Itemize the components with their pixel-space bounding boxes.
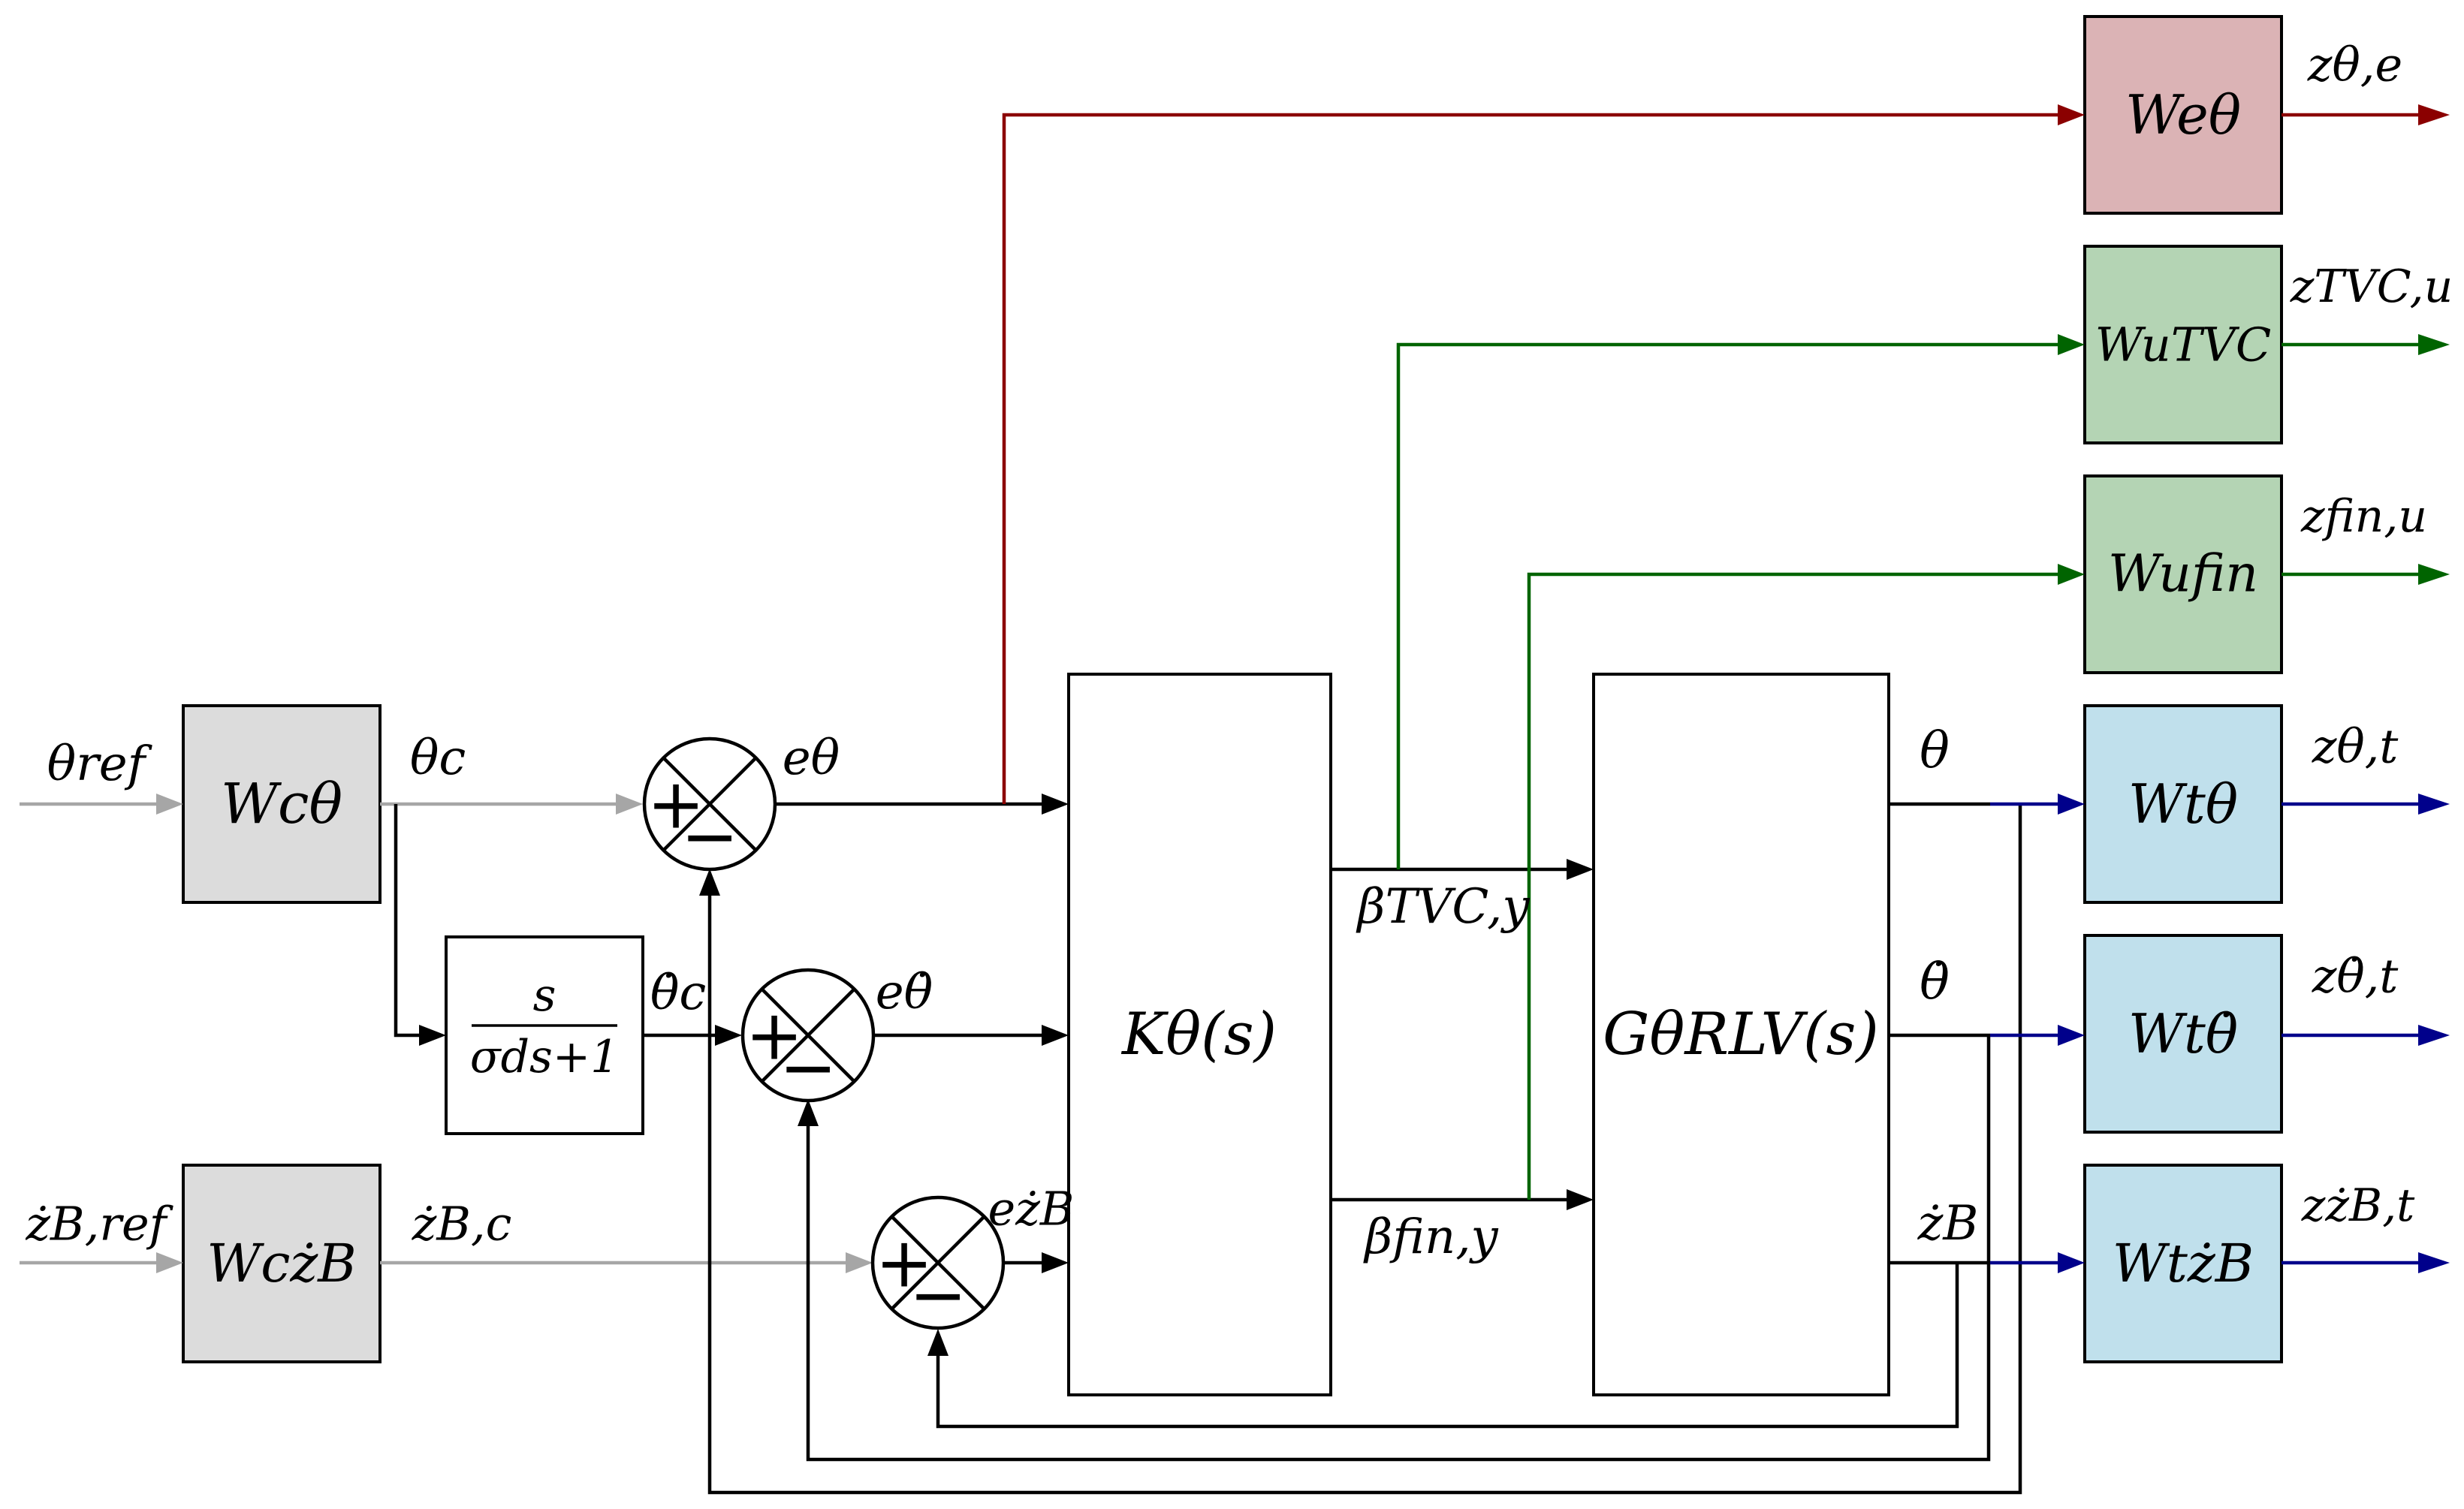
feedback-thetadot (806, 1035, 1991, 1462)
wu-tvc-label: WuTVC (2095, 318, 2272, 372)
e-zdot-label: eżB (988, 1182, 1075, 1236)
arrow-thetadot-track (2058, 1025, 2085, 1046)
arrow-z-fin-u (2418, 564, 2450, 585)
arrow-feedback-thetadot (798, 1099, 819, 1126)
signal-labels: θref żB,ref θc θ̇c żB,c eθ eθ̇ eżB βTVC,… (25, 722, 1978, 1266)
arrow-feedback-zdot (927, 1329, 949, 1356)
sum-thetadot-plus: + (745, 995, 803, 1076)
z-fin-u-label: zfin,u (2300, 490, 2427, 543)
arrow-zdot-c (846, 1252, 873, 1273)
z-thetadot-t-label: zθ̇,t (2312, 949, 2399, 1004)
arrow-zdot-ref (156, 1252, 183, 1273)
output-labels: zθ,e zTVC,u zfin,u zθ,t zθ̇,t zżB,t (2290, 38, 2453, 1233)
summing-junction-thetadot: + − (740, 968, 876, 1108)
wire-theta-c-to-filter (394, 804, 419, 1038)
plant-block (1592, 673, 1890, 1396)
wc-theta-block (182, 704, 382, 904)
wc-zdot-block (182, 1164, 382, 1363)
feedback-zdot (936, 1263, 1959, 1429)
wu-fin-label: Wufin (2108, 545, 2258, 604)
arrow-theta-c (616, 794, 643, 815)
arrow-error-weight (2058, 104, 2085, 125)
sum-theta-minus: − (680, 797, 738, 877)
arrow-beta-tvc (1567, 859, 1594, 880)
wt-thetadot-label: Wtθ̇ (2128, 1002, 2238, 1065)
wu-tvc-block (2083, 245, 2283, 444)
arrow-e-thetadot (1042, 1025, 1069, 1046)
e-theta-label: eθ (783, 730, 840, 786)
arrow-z-theta-t (2418, 794, 2450, 815)
wires (20, 104, 2450, 1495)
controller-label: Kθ(s) (1120, 1001, 1277, 1068)
wt-thetadot-block (2083, 934, 2283, 1134)
zdot-b-c-label: żB,c (412, 1197, 512, 1251)
arrow-fin-weight (2058, 564, 2085, 585)
arrow-e-theta (1042, 794, 1069, 815)
sum-theta-plus: + (647, 764, 704, 845)
zdot-out-label: żB (1917, 1196, 1979, 1251)
wt-theta-label: Wtθ (2128, 773, 2238, 836)
z-tvc-u-label: zTVC,u (2290, 261, 2453, 313)
arrow-z-theta-e (2418, 104, 2450, 125)
controller-block (1067, 673, 1332, 1396)
thetadot-c-label: θ̇c (650, 965, 706, 1021)
theta-c-label: θc (410, 730, 466, 786)
zdot-ref-label: żB,ref (25, 1197, 173, 1251)
arrow-theta-track (2058, 794, 2085, 815)
plant-label: GθRLV(s) (1603, 1001, 1879, 1068)
arrow-z-thetadot-t (2418, 1025, 2450, 1046)
summing-junction-zdot: + − (870, 1195, 1006, 1336)
filter-denominator: σds+1 (470, 1031, 620, 1083)
arrow-e-zdot (1042, 1252, 1069, 1273)
filter-block (445, 935, 644, 1135)
theta-ref-label: θref (47, 736, 153, 792)
wt-zdot-label: WtżB (2113, 1233, 2254, 1294)
wire-tvc-weight (1396, 342, 2058, 869)
summing-junction-theta: + − (642, 736, 777, 877)
z-zdot-b-t-label: zżB,t (2301, 1179, 2415, 1232)
wc-zdot-label: WcżB (207, 1233, 356, 1294)
blocks (182, 15, 2283, 1396)
arrow-theta-ref (156, 794, 183, 815)
arrow-filter-in (419, 1025, 446, 1046)
z-theta-t-label: zθ,t (2312, 719, 2399, 774)
arrow-z-tvc-u (2418, 334, 2450, 355)
wc-theta-label: Wcθ (221, 772, 342, 836)
arrow-beta-fin (1567, 1189, 1594, 1210)
wire-error-weight (1002, 113, 2058, 804)
arrow-tvc-weight (2058, 334, 2085, 355)
beta-fin-label: βfin,y (1363, 1209, 1498, 1265)
arrow-zdot-track (2058, 1252, 2085, 1273)
block-labels: Wcθ WcżB s σds+1 Kθ(s) GθRLV(s) Weθ WuTV… (207, 83, 2271, 1294)
z-theta-e-label: zθ,e (2307, 38, 2402, 92)
e-thetadot-label: eθ̇ (876, 965, 933, 1020)
feedback-theta (707, 804, 2022, 1495)
arrow-feedback-theta (699, 869, 720, 896)
sum-zdot-minus: − (909, 1255, 967, 1336)
we-theta-label: Weθ (2125, 83, 2241, 146)
wire-fin-weight (1527, 572, 2058, 1200)
arrow-z-zdot-t (2418, 1252, 2450, 1273)
thetadot-out-label: θ̇ (1920, 953, 1950, 1011)
sum-thetadot-minus: − (779, 1028, 837, 1108)
filter-numerator: s (533, 969, 556, 1022)
arrow-thetadot-c (715, 1025, 742, 1046)
sum-zdot-plus: + (875, 1223, 933, 1303)
theta-out-label: θ (1920, 722, 1950, 780)
beta-tvc-label: βTVC,y (1356, 879, 1530, 935)
